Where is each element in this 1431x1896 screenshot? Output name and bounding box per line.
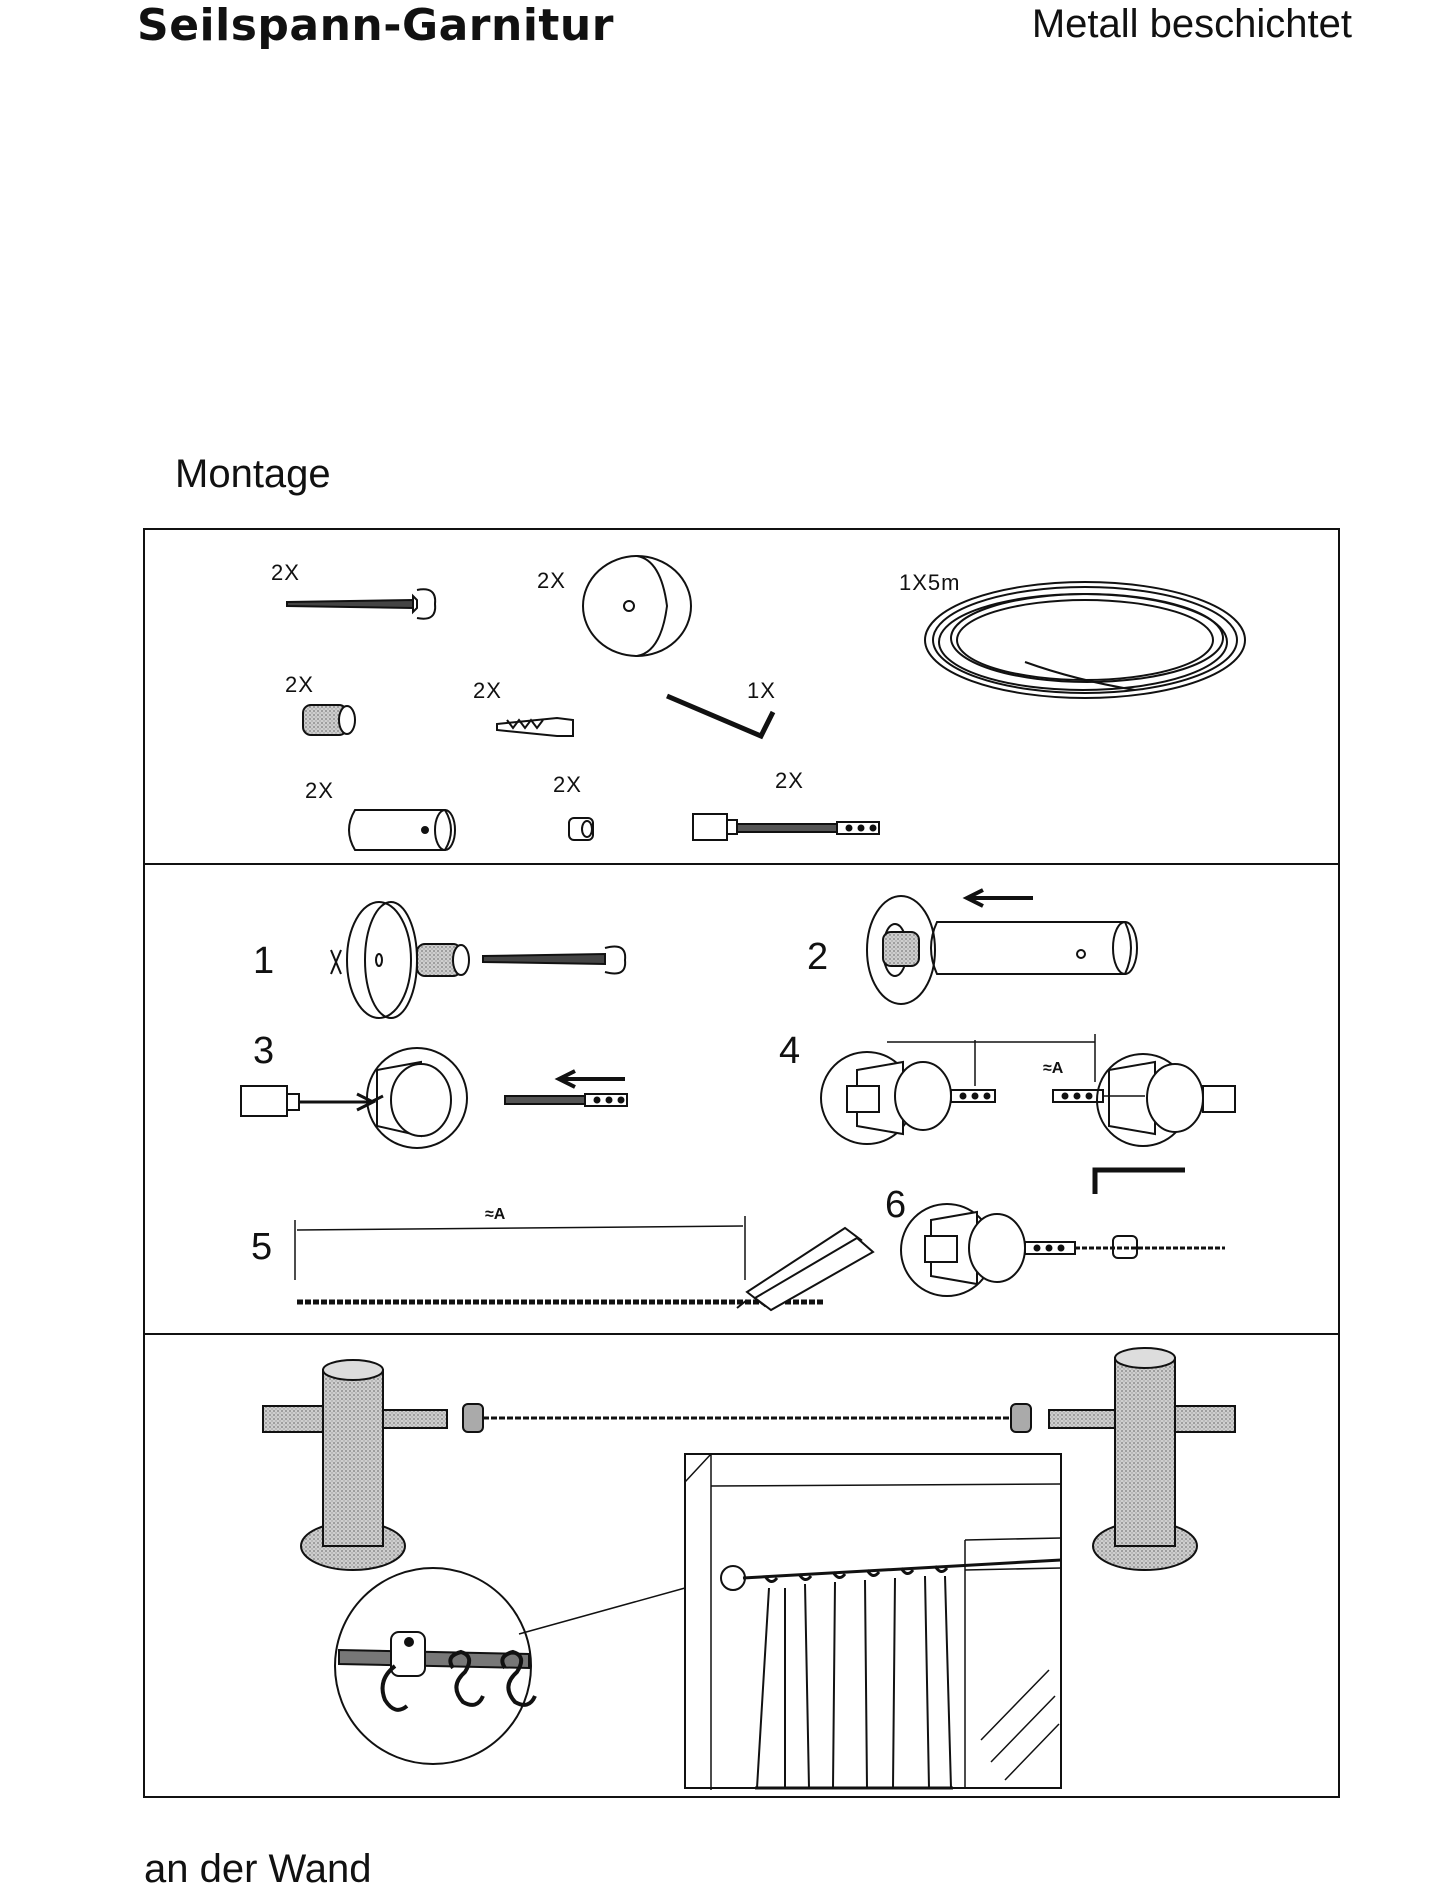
- clamp-ring-icon: [568, 817, 594, 841]
- section-heading: Montage: [175, 452, 331, 496]
- qty-label-screw: 2X: [271, 560, 300, 585]
- qty-label-key: 1X: [747, 678, 776, 703]
- step1-illustration: [330, 901, 627, 1019]
- step-number-3: 3: [253, 1030, 275, 1072]
- step-number-1: 1: [253, 940, 275, 982]
- mounted-holder-right: [1010, 1347, 1236, 1571]
- step6-illustration: [900, 1167, 1225, 1297]
- step3-illustration: [240, 1047, 628, 1149]
- footer-caption: an der Wand: [144, 1847, 372, 1891]
- wall-disc-icon: [582, 555, 692, 657]
- detail-zoom-circle: [334, 1567, 686, 1765]
- screw-icon: [286, 588, 437, 620]
- assembly-illustration: [240, 555, 1246, 1790]
- step-number-2: 2: [807, 936, 829, 978]
- qty-label-plug: 2X: [473, 678, 502, 703]
- wall-plug-icon: [496, 716, 574, 737]
- document-subtitle: Metall beschichtet: [1031, 2, 1352, 46]
- window-scene: [684, 1453, 1062, 1790]
- allen-key-icon: [666, 693, 776, 740]
- panel-divider-2: [145, 1333, 1338, 1335]
- qty-label-cable: 1X5m: [899, 570, 961, 595]
- step2-illustration: [866, 888, 1138, 1005]
- document-title: Seilspann-Garnitur: [137, 0, 614, 51]
- dimension-label-step5: ≈A: [485, 1206, 506, 1223]
- cable-coil-icon: [924, 581, 1246, 699]
- threaded-sleeve-icon: [302, 704, 356, 736]
- qty-label-ring: 2X: [553, 772, 582, 797]
- qty-label-rod: 2X: [775, 768, 804, 793]
- qty-label-sleeve: 2X: [285, 672, 314, 697]
- step4-illustration: [820, 1034, 1236, 1147]
- mounted-holder-left: [262, 1359, 484, 1571]
- instruction-frame: 2X 2X 1X5m 2X 2X 1X 2X 2X 2X 1 2 3 4 5 6…: [143, 528, 1340, 1798]
- qty-label-cylinder: 2X: [305, 778, 334, 803]
- panel-divider-1: [145, 863, 1338, 865]
- step-number-5: 5: [251, 1226, 273, 1268]
- step-number-6: 6: [885, 1184, 907, 1226]
- qty-label-disc: 2X: [537, 568, 566, 593]
- holder-cylinder-icon: [348, 809, 456, 851]
- dimension-label-step4: ≈A: [1043, 1060, 1064, 1077]
- step-number-4: 4: [779, 1030, 801, 1072]
- tension-rod-icon: [692, 813, 880, 841]
- step5-illustration: [294, 1216, 875, 1312]
